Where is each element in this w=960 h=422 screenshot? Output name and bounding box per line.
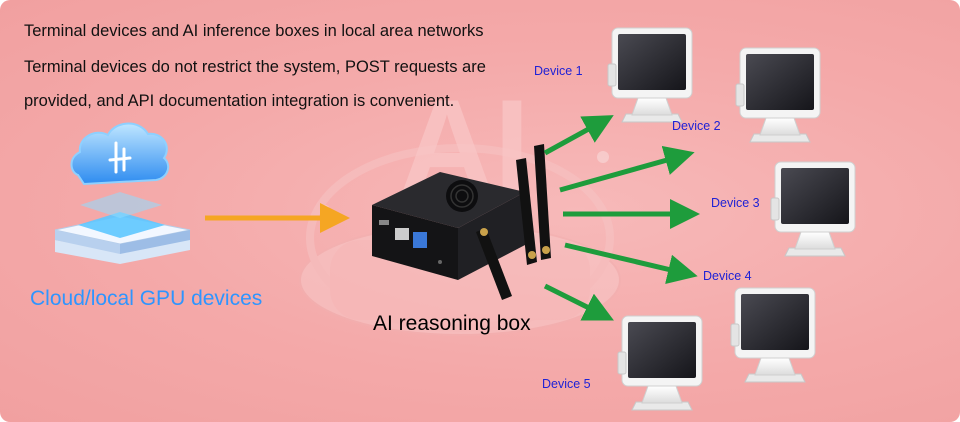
device-2-monitor-icon: [735, 47, 821, 143]
device-5-monitor-icon: [617, 315, 703, 411]
intro-line-2: Terminal devices do not restrict the sys…: [24, 58, 486, 76]
device-3-label: Device 3: [711, 196, 760, 210]
ai-box-device-icon: [372, 144, 551, 300]
device-4-label: Device 4: [703, 269, 752, 283]
ai-box-label: AI reasoning box: [373, 312, 531, 335]
device-1-label: Device 1: [534, 64, 583, 78]
intro-line-3: provided, and API documentation integrat…: [24, 92, 455, 110]
output-arrows: [543, 115, 700, 321]
device-3-monitor-icon: [770, 161, 856, 257]
cloud-server-icon: [54, 122, 191, 264]
arrow-to-device-5: [543, 283, 614, 321]
device-5-label: Device 5: [542, 377, 591, 391]
device-2-label: Device 2: [672, 119, 721, 133]
device-1-monitor-icon: [607, 27, 693, 123]
arrow-to-device-1: [543, 115, 614, 156]
arrow-to-device-4: [564, 242, 698, 285]
device-4-monitor-icon: [730, 287, 816, 383]
arrow-to-device-2: [559, 145, 695, 193]
cloud-gpu-label: Cloud/local GPU devices: [30, 287, 263, 310]
intro-line-1: Terminal devices and AI inference boxes …: [24, 22, 484, 40]
